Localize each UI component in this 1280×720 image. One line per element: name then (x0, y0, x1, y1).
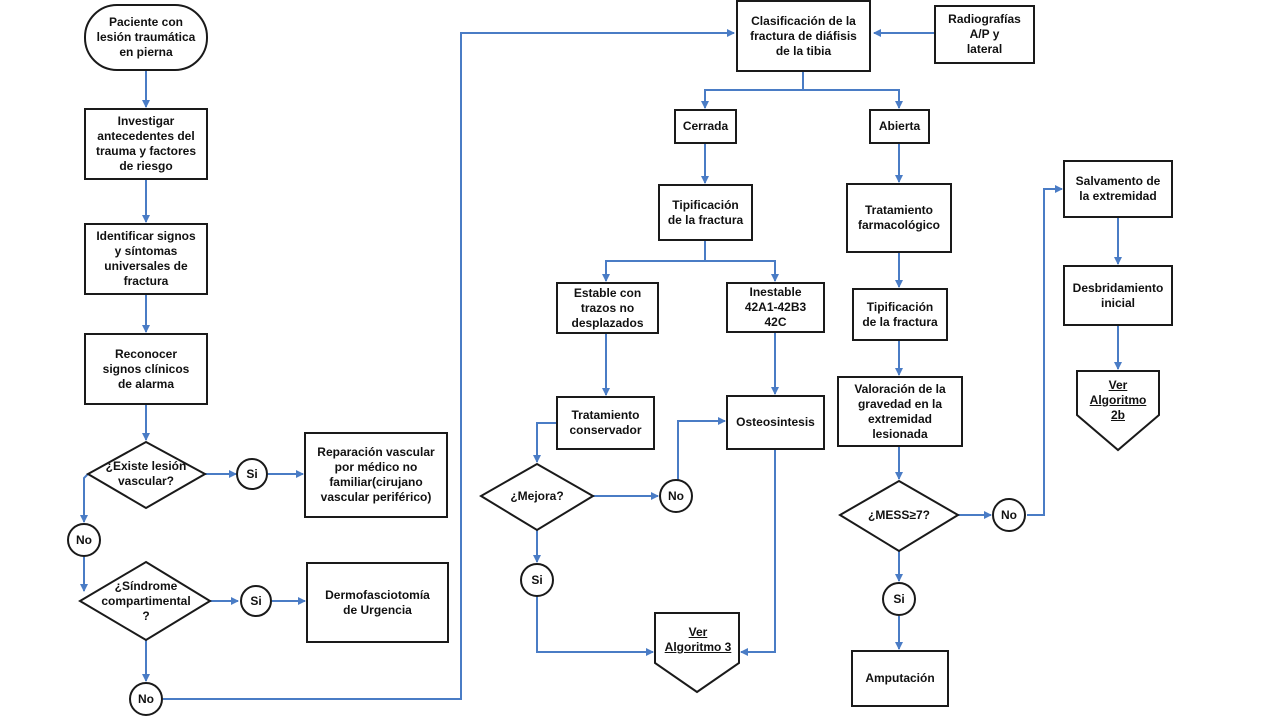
box-investigar (84, 108, 208, 180)
arrow-lesion-no (80, 473, 89, 523)
label-sindrome: ¿Síndrome compartimental ? (101, 578, 191, 623)
connector-circle-no-2 (129, 682, 163, 716)
label-tratamiento-farmacologico: Tratamiento farmacológico (857, 203, 941, 232)
label-amputacion: Amputación (865, 671, 935, 685)
label-no-3: No (668, 488, 684, 503)
label-si-1: Si (246, 466, 258, 481)
connector-circle-si-1 (236, 458, 268, 490)
box-valoracion (837, 376, 963, 447)
box-osteosintesis (726, 395, 825, 450)
box-desbridamiento (1063, 265, 1173, 326)
offpage-ver-algoritmo-2b (1076, 370, 1160, 452)
arrow-clasificacion-cerrada (701, 71, 804, 109)
box-reparacion-vascular (304, 432, 448, 518)
label-desbridamiento: Desbridamiento inicial (1072, 280, 1164, 310)
box-reconocer (84, 333, 208, 405)
box-tipificacion-abierta (852, 288, 948, 341)
label-si-3: Si (531, 572, 543, 587)
arrow-tipificacion-estable (602, 240, 706, 282)
connector-circle-no-3 (659, 479, 693, 513)
label-estable: Estable con trazos no desplazados (571, 285, 644, 330)
box-abierta (869, 109, 930, 144)
offpage-ver-algoritmo-3 (654, 612, 740, 694)
arrow-no-salvamento (1027, 185, 1063, 516)
arrow-si-ver3 (536, 596, 654, 656)
box-clasificacion (736, 0, 871, 72)
arrow-osteosintesis-ver3 (740, 449, 776, 656)
box-tratamiento-conservador (556, 396, 655, 450)
box-radiografias (934, 5, 1035, 64)
label-cerrada: Cerrada (682, 119, 729, 133)
decision-lesion-vascular (85, 440, 208, 510)
label-radiografias: Radiografías A/P y lateral (948, 12, 1021, 56)
arrow-no-clasificacion (163, 29, 735, 700)
label-salvamento: Salvamento de la extremidad (1075, 174, 1161, 203)
arrow-tratamiento-mejora (533, 422, 557, 463)
label-tratamiento-conservador: Tratamiento conservador (569, 408, 642, 437)
label-ver-algoritmo-2b: Ver Algoritmo 2b (1089, 377, 1147, 422)
connector-circle-si-3 (520, 563, 554, 597)
label-no-1: No (76, 532, 92, 547)
label-investigar: Investigar antecedentes del trauma y fac… (95, 114, 197, 173)
label-tipificacion-cerrada: Tipificación de la fractura (667, 197, 744, 227)
box-dermofasciotomia (306, 562, 449, 643)
label-no-2: No (138, 691, 154, 706)
start-terminator-paciente (84, 4, 208, 71)
decision-mejora (479, 462, 595, 532)
label-si-2: Si (250, 593, 262, 608)
label-tipificacion-abierta: Tipificación de la fractura (862, 299, 938, 329)
label-ver-algoritmo-3: Ver Algoritmo 3 (664, 625, 732, 654)
label-valoracion: Valoración de la gravedad en la extremid… (854, 381, 946, 441)
label-reconocer: Reconocer signos clínicos de alarma (102, 346, 190, 391)
box-cerrada (674, 109, 737, 144)
box-tratamiento-farmacologico (846, 183, 952, 253)
label-identificar: Identificar signos y síntomas universale… (96, 229, 196, 288)
connector-circle-no-4 (992, 498, 1026, 532)
label-abierta: Abierta (878, 119, 921, 133)
arrow-no-osteosintesis (677, 417, 726, 482)
box-estable (556, 282, 659, 334)
label-mess: ¿MESS≥7? (868, 507, 930, 522)
label-mejora: ¿Mejora? (510, 488, 564, 503)
label-lesion-vascular: ¿Existe lesión vascular? (105, 459, 187, 488)
label-osteosintesis: Osteosintesis (736, 415, 815, 429)
label-dermo: Dermofasciotomía de Urgencia (325, 587, 430, 617)
label-no-4: No (1001, 507, 1017, 522)
box-inestable (726, 282, 825, 333)
box-identificar (84, 223, 208, 295)
arrow-clasificacion-abierta (803, 89, 903, 109)
label-clasificacion: Clasificación de la fractura de diáfisis… (750, 13, 857, 58)
box-salvamento (1063, 160, 1173, 218)
connector-circle-si-4 (882, 582, 916, 616)
label-inestable: Inestable 42A1-42B3 42C (744, 285, 807, 329)
decision-mess (838, 479, 960, 553)
label-paciente: Paciente con lesión traumática en pierna (96, 15, 196, 59)
decision-sindrome-compartimental (78, 560, 212, 642)
label-si-4: Si (893, 591, 905, 606)
connector-circle-no-1 (67, 523, 101, 557)
label-reparacion: Reparación vascular por médico no famili… (317, 445, 435, 504)
connector-circle-si-2 (240, 585, 272, 617)
box-tipificacion-cerrada (658, 184, 753, 241)
box-amputacion (851, 650, 949, 707)
arrow-tipificacion-inestable (705, 260, 779, 282)
